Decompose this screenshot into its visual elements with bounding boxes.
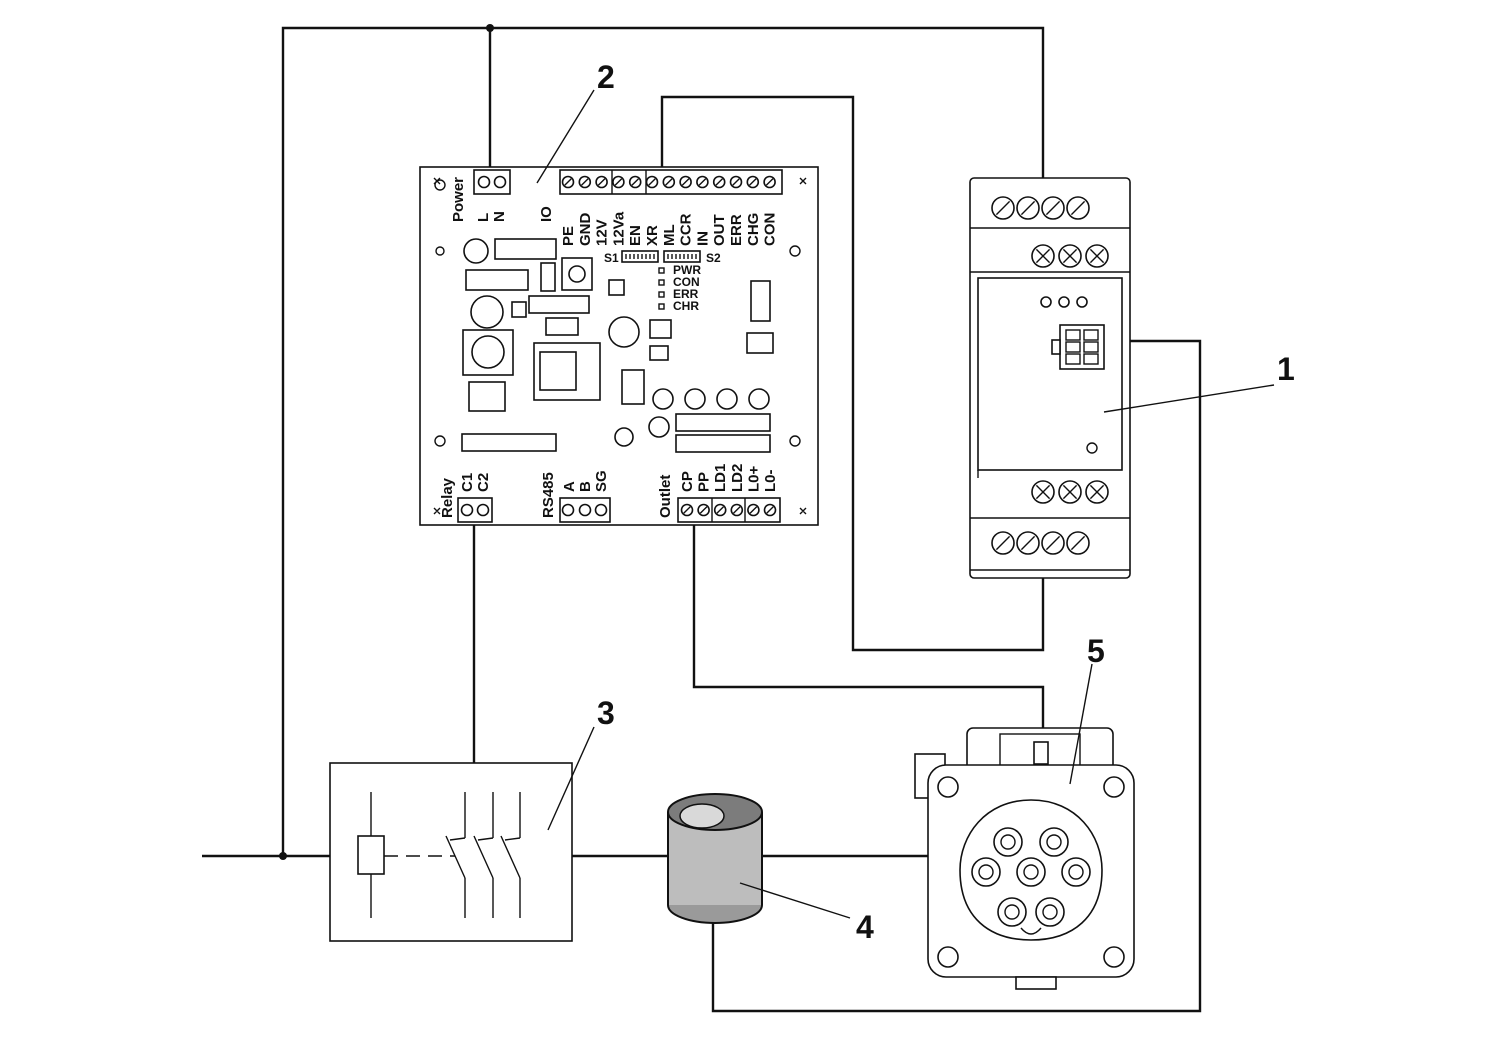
led-label: ERR	[673, 287, 699, 301]
mains-to-meter-wire	[281, 26, 1045, 856]
switch-s2	[663, 250, 701, 263]
callout-3: 3	[597, 695, 615, 731]
outlet-pin-label: L0-	[762, 469, 779, 492]
meter-front-panel	[977, 277, 1123, 471]
callout-4: 4	[856, 909, 874, 945]
outlet-pin-label: LD1	[712, 464, 729, 492]
wiring	[202, 24, 1202, 1013]
io-pin-label: OUT	[711, 214, 728, 246]
io-label: IO	[538, 206, 555, 222]
outlet-pin-label: LD2	[729, 464, 746, 492]
socket-pin	[1039, 827, 1069, 857]
socket-pin	[1061, 857, 1091, 887]
socket-pin	[1035, 897, 1065, 927]
meter-connector	[1059, 324, 1105, 370]
led-label: CON	[673, 275, 700, 289]
meter-led	[1058, 296, 1070, 308]
socket-pin	[1016, 857, 1046, 887]
power-pin-label: L	[475, 213, 492, 222]
outlet-pin-label: L0+	[745, 465, 762, 492]
pcb-components	[434, 179, 801, 453]
relay-terminal	[457, 497, 493, 523]
outlet-pin-label: CP	[679, 471, 696, 492]
charging-socket	[914, 727, 1135, 990]
callout-2: 2	[597, 59, 615, 95]
socket-pin	[993, 827, 1023, 857]
socket-pin	[997, 897, 1027, 927]
power-label: Power	[450, 177, 467, 222]
callouts: 2 1 3 4 5	[536, 59, 1295, 945]
outlet-label: Outlet	[657, 475, 674, 518]
io-pin-label: CCR	[678, 213, 695, 246]
energy-meter	[969, 177, 1131, 579]
io-pin-label: IN	[694, 231, 711, 246]
relay-pin-label: C1	[459, 473, 476, 492]
io-pin-label: 12Va	[610, 211, 627, 246]
io-pin-label: XR	[644, 225, 661, 246]
switch-s1	[621, 250, 659, 263]
io-pin-label: ERR	[728, 214, 745, 246]
junction-dot	[279, 852, 287, 860]
rs485-pin-label: SG	[593, 470, 610, 492]
io-pin-label: EN	[627, 225, 644, 246]
callout-5: 5	[1087, 633, 1105, 669]
status-led	[658, 267, 665, 274]
meter-led	[1040, 296, 1052, 308]
status-led	[658, 303, 665, 310]
cp-signal-wire	[692, 520, 1045, 728]
led-label: CHR	[673, 299, 699, 313]
power-terminal	[473, 169, 511, 195]
rs485-label: RS485	[540, 472, 557, 518]
contactor	[329, 762, 573, 942]
status-led	[658, 291, 665, 298]
callout-1: 1	[1277, 351, 1295, 387]
outlet-pin-label: PP	[696, 472, 713, 492]
sensor-to-meter-wire	[711, 339, 1202, 1013]
io-terminal	[559, 169, 783, 195]
meter-io-wire	[660, 95, 1045, 652]
current-sensor	[667, 793, 763, 924]
relay-label: Relay	[439, 477, 456, 518]
socket-pin	[971, 857, 1001, 887]
relay-pin-label: C2	[475, 473, 492, 492]
contactor-coil	[357, 835, 385, 875]
rs485-pin-label: A	[561, 481, 578, 492]
rs485-terminal	[559, 497, 611, 523]
status-led	[658, 279, 665, 286]
meter-led	[1076, 296, 1088, 308]
io-pin-label: GND	[577, 213, 594, 247]
io-pin-label: CHG	[745, 213, 762, 246]
io-pin-label: CON	[762, 213, 779, 246]
io-pin-label: ML	[661, 224, 678, 246]
led-label: PWR	[673, 263, 701, 277]
rs485-pin-label: B	[577, 481, 594, 492]
switch-s2-label: S2	[706, 251, 721, 265]
io-pin-label: 12V	[594, 219, 611, 246]
io-pin-label: PE	[560, 226, 577, 246]
switch-s1-label: S1	[604, 251, 619, 265]
power-pin-label: N	[491, 211, 508, 222]
outlet-terminal	[677, 497, 781, 523]
